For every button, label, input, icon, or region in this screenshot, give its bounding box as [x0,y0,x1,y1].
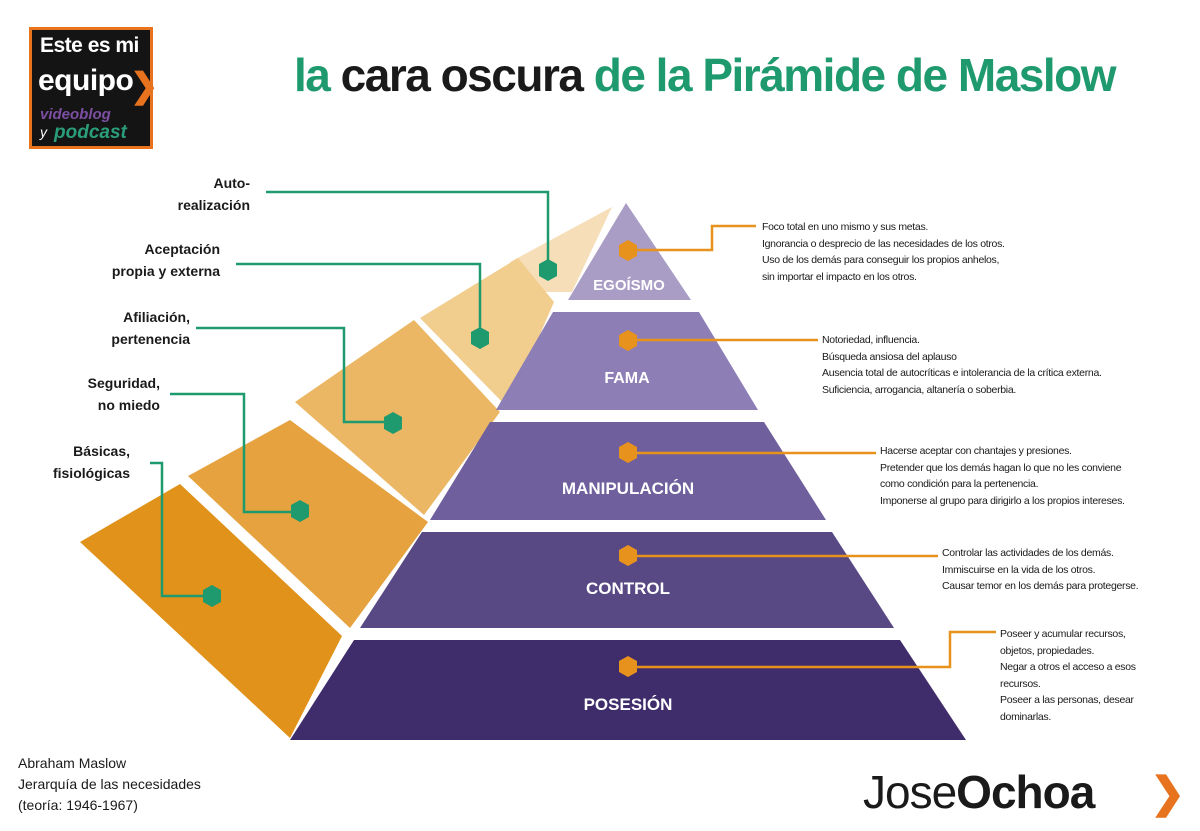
description-line: Ignorancia o desprecio de las necesidade… [762,237,1005,250]
description-egoismo: Foco total en uno mismo y sus metas. Ign… [762,219,1005,285]
dark-band-manipulacion [430,422,826,520]
band-label-control: CONTROL [586,579,670,598]
description-line: Pretender que los demás hagan lo que no … [880,461,1122,474]
chevron-right-icon: ❯ [1150,769,1186,816]
footer-line3: (teoría: 1946-1967) [18,797,138,813]
footer-credit: Abraham Maslow Jerarquía de las necesida… [18,753,201,816]
logo-text-line3: videoblog [40,106,111,123]
description-line: Notoriedad, influencia. [822,334,920,346]
title-part3: de la Pirámide de Maslow [593,49,1117,101]
description-line: Foco total en uno mismo y sus metas. [762,221,929,233]
description-line: Uso de los demás para conseguir los prop… [762,254,1000,266]
description-line: objetos, propiedades. [1000,644,1095,657]
description-line: Immiscuirse en la vida de los otros. [942,563,1096,576]
connector-autorrealizacion [266,190,550,268]
description-line: Hacerse aceptar con chantajes y presione… [880,445,1072,457]
description-line: Ausencia total de autocríticas e intoler… [822,367,1102,379]
description-line: Suficiencia, arrogancia, altanería o sob… [822,383,1016,396]
description-posesion: Poseer y acumular recursos, objetos, pro… [1000,626,1136,725]
description-line: dominarlas. [1000,710,1051,723]
band-label-manipulacion: MANIPULACIÓN [562,479,694,498]
maslow-band-seguridad [188,420,428,628]
hexagon-icon [384,412,402,434]
description-line: Búsqueda ansiosa del aplauso [822,350,957,363]
logo-text-line1: Este es mi [40,34,139,57]
description-fama: Notoriedad, influencia. Búsqueda ansiosa… [822,332,1102,398]
connector-afiliacion [196,326,392,424]
level-label-afiliacion: Afiliación, pertenencia [111,309,190,347]
title-part1: la [294,49,341,101]
brand-bold: Ochoa [956,766,1095,818]
maslow-band-autorrealizacion [510,207,612,292]
dark-band-posesion [290,640,966,740]
hexagon-icon [291,500,309,522]
connector-posesion [628,630,996,669]
description-line: recursos. [1000,677,1041,690]
brand-logo: JoseOchoa [863,765,1095,819]
footer-line2: Jerarquía de las necesidades [18,776,201,792]
hexagon-icon [619,330,637,351]
level-label-autorrealizacion: Auto- realización [177,175,250,213]
band-label-egoismo: EGOÍSMO [593,277,665,294]
description-manipulacion: Hacerse aceptar con chantajes y presione… [880,443,1125,509]
connector-seguridad [170,392,298,514]
description-line: sin importar el impacto en los otros. [762,270,917,283]
description-line: Causar temor en los demás para protegers… [942,580,1139,592]
description-line: Negar a otros el acceso a esos [1000,661,1136,673]
level-label-seguridad: Seguridad, no miedo [87,375,160,413]
hexagon-icon [539,259,557,281]
level-label-basicas: Básicas, fisiológicas [52,443,130,481]
logo-text-line2: equipo [38,64,134,97]
connector-basicas [150,461,210,598]
connector-aceptacion [236,262,482,336]
description-control: Controlar las actividades de los demás. … [942,545,1139,595]
page-title: la cara oscura de la Pirámide de Maslow [294,48,1117,102]
logo-text-line5: podcast [54,122,127,143]
hexagon-icon [203,585,221,607]
description-line: Imponerse al grupo para dirigirlo a los … [880,494,1125,507]
description-line: como condición para la pertenencia. [880,478,1039,490]
logo-text-line4: y [40,124,47,140]
connector-egoismo [628,224,756,252]
footer-line1: Abraham Maslow [18,755,127,771]
title-part2: cara oscura [340,49,594,101]
description-line: Poseer y acumular recursos, [1000,628,1126,640]
band-label-posesion: POSESIÓN [584,695,673,714]
hexagon-icon [619,442,637,463]
dark-band-fama [496,312,758,410]
description-line: Poseer a las personas, desear [1000,694,1134,706]
level-label-aceptacion: Aceptación propia y externa [111,241,220,279]
chevron-right-icon: ❯ [130,67,159,105]
description-line: Controlar las actividades de los demás. [942,547,1114,559]
maslow-band-basicas [80,484,342,738]
hexagon-icon [619,656,637,677]
band-label-fama: FAMA [604,370,650,387]
logo-box: Este es mi equipo ❯ videoblog y podcast [29,27,159,149]
brand-light: Jose [863,766,957,818]
hexagon-icon [619,240,637,261]
hexagon-icon [471,327,489,349]
hexagon-icon [619,545,637,566]
